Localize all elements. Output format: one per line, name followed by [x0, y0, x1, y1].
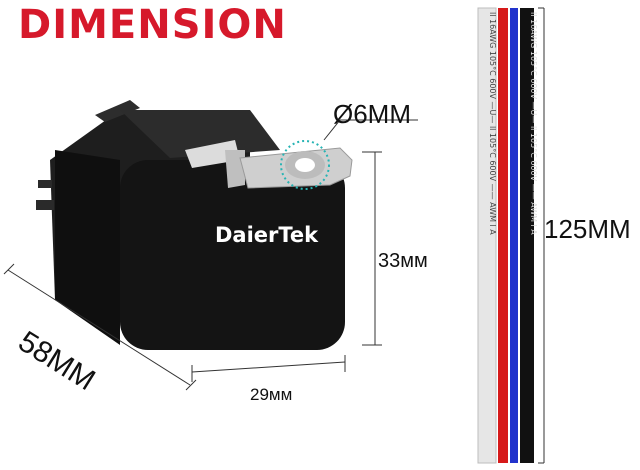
- wire-bundle: ll 16AWG 105°C 600V —U— ll 105°C 600V ——…: [477, 7, 545, 464]
- wire-black: [520, 8, 534, 463]
- wire-red: [498, 8, 508, 463]
- wire-length-label: 125MM: [544, 214, 631, 244]
- wire-print-white: ll 16AWG 105°C 600V —U— ll 105°C 600V ——…: [488, 12, 497, 235]
- depth-dimension: [3, 263, 197, 391]
- height-label: 33мм: [378, 250, 428, 272]
- width-dimension: [191, 355, 346, 382]
- ring-terminal: [239, 140, 353, 190]
- width-label: 29мм: [250, 385, 293, 404]
- page-title: DIMENSION: [18, 2, 287, 48]
- wire-white: [477, 7, 497, 464]
- wire-print-black: ll 16AWG 105°C 600V —U— ll 105°C 600V ——…: [529, 12, 538, 235]
- hole-leader-line: [323, 119, 341, 141]
- relay-body: [36, 100, 345, 350]
- brand-logo: DaierTek: [215, 223, 319, 247]
- height-dimension: [362, 151, 382, 346]
- wire-blue: [510, 8, 518, 463]
- hole-diameter-label: Ø6MM: [333, 99, 411, 129]
